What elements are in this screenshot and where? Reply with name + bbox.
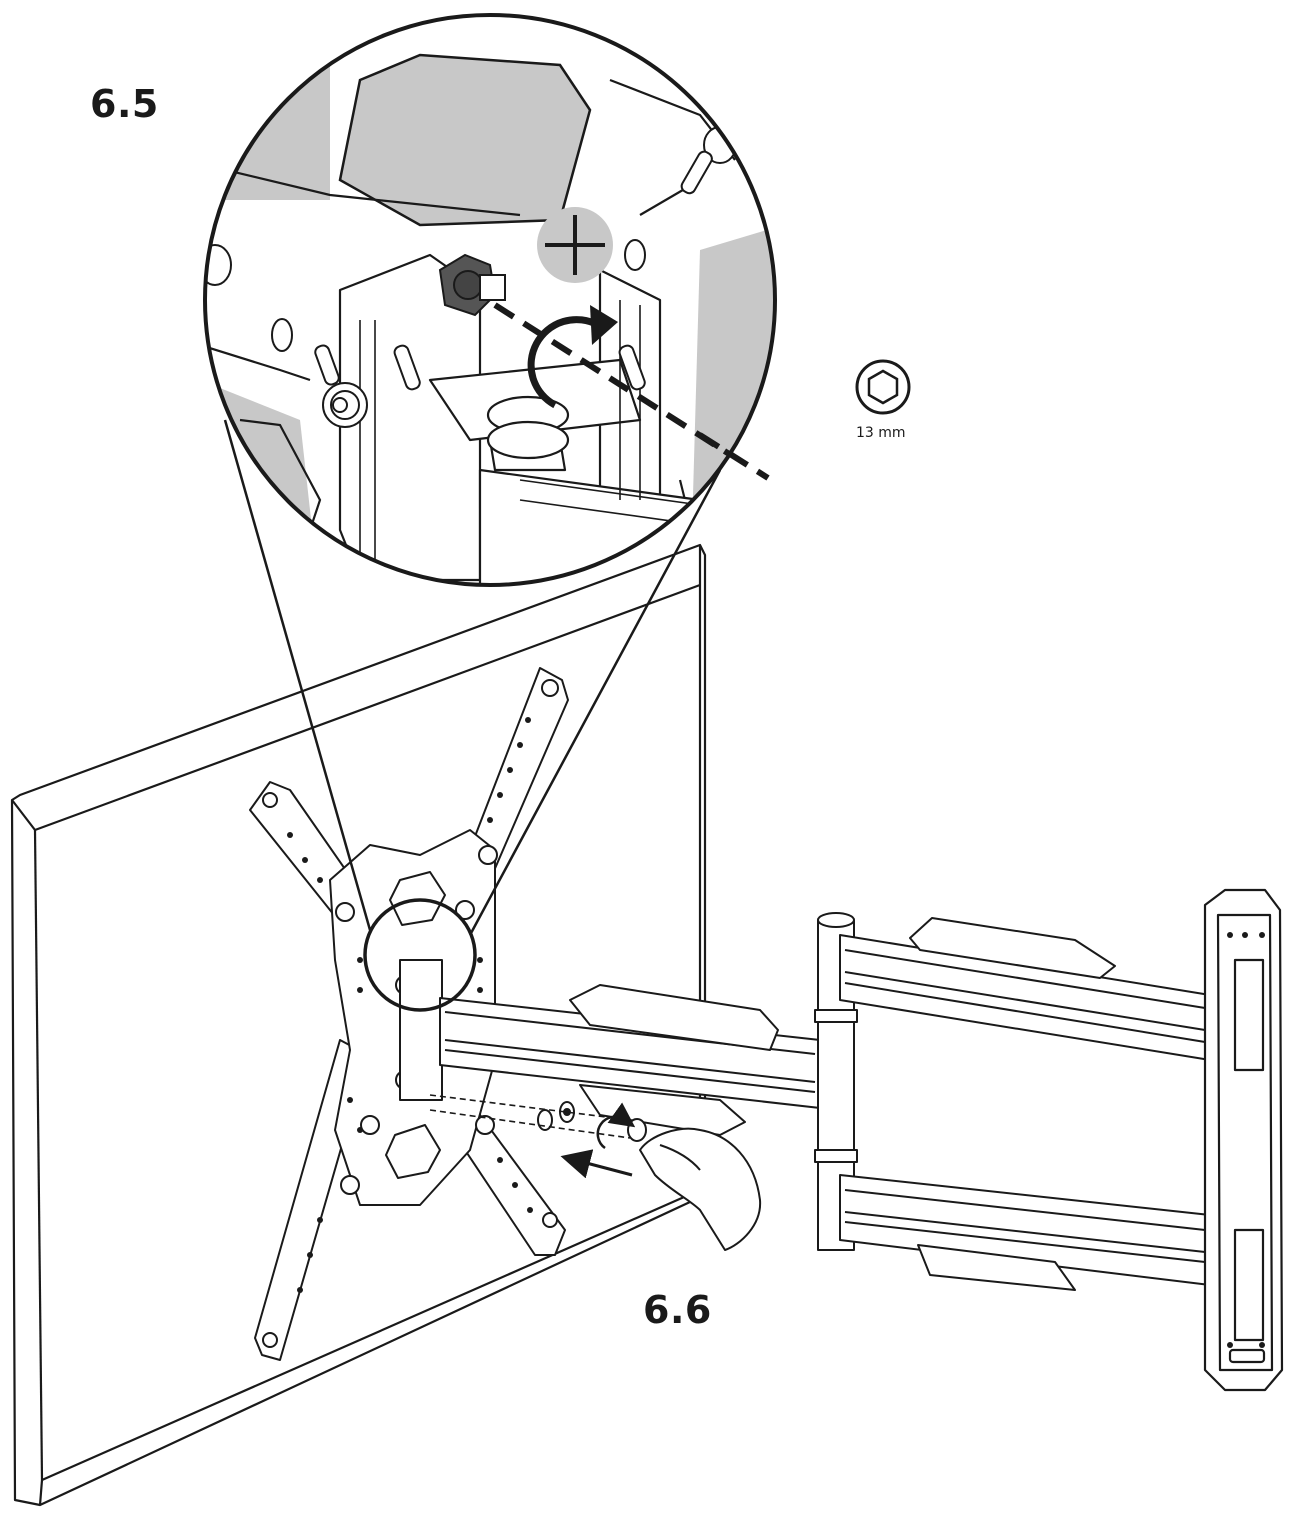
socket-size-label: 13 mm: [856, 425, 906, 441]
clockwise-arrow-icon: [527, 316, 600, 409]
wall-arm: [399, 912, 1211, 1291]
hand: [639, 1127, 762, 1251]
bolt-guide-lines: [429, 1094, 631, 1139]
clockwise-arrow-icon: [596, 1102, 636, 1150]
step-number-6-5: 6.5: [90, 82, 159, 126]
x-bracket: [249, 667, 569, 1361]
wall-plate: [1203, 888, 1284, 1392]
bolt-axis-line: [698, 432, 770, 481]
step-number-6-6: 6.6: [643, 1288, 712, 1332]
zoom-source-circle: [363, 898, 477, 1012]
hex-socket-icon: [855, 359, 911, 415]
left-arrow-icon: [560, 1149, 633, 1179]
arrow-head: [590, 305, 618, 345]
zoom-detail: [203, 13, 777, 587]
plus-icon: [537, 207, 613, 283]
wall-plate-holes: [1227, 932, 1265, 1348]
bracket-holes: [287, 717, 533, 1293]
zoom-cone: [223, 419, 722, 936]
